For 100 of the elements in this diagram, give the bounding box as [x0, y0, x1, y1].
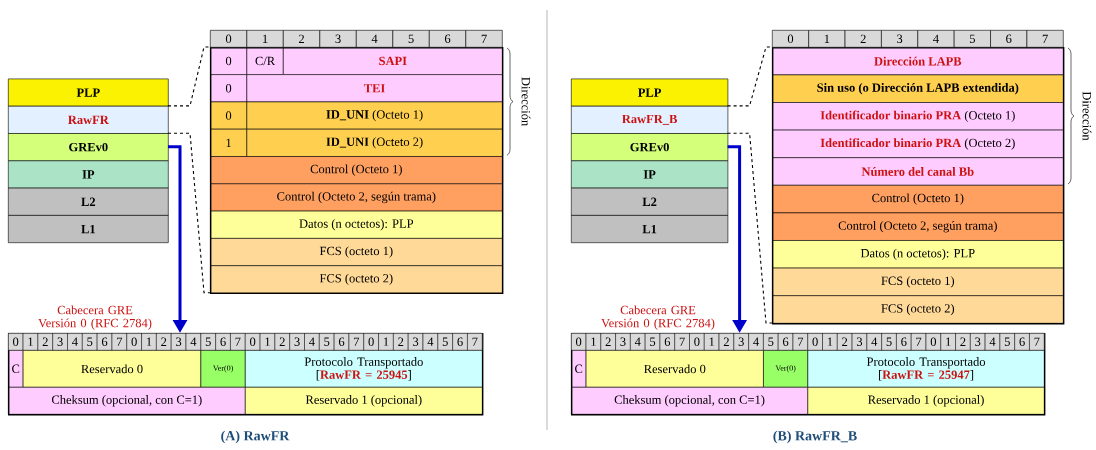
bit-number: 0	[126, 333, 142, 351]
bit-number: 4	[356, 30, 394, 48]
field-cell: Reservado 1 (opcional)	[245, 387, 483, 415]
bit-number: 4	[917, 30, 955, 48]
bit-number: 7	[674, 333, 690, 351]
protocol-layer-box: IP	[571, 160, 729, 189]
bit-number: 4	[422, 333, 439, 351]
brace-label: Dirección	[1082, 91, 1092, 141]
bit-number: 0	[807, 333, 823, 351]
bit-number: 7	[465, 30, 503, 48]
bit-number: 6	[777, 333, 794, 351]
brace-label: Dirección	[521, 77, 531, 127]
table-heading: Cabecera GRE Versión 0 (RFC 2784)	[38, 305, 152, 330]
bit-number: 0	[210, 30, 248, 48]
bit-number: 7	[1026, 30, 1064, 48]
field-cell: 0	[210, 101, 248, 130]
protocol-layer-box: PLP	[571, 78, 729, 107]
bit-number: 0	[772, 30, 809, 48]
bit-number: 2	[283, 30, 321, 48]
protocol-layer-box: RawFR	[8, 105, 169, 134]
bit-number: 2	[844, 30, 882, 48]
bit-number: 5	[200, 333, 216, 351]
bit-number: 2	[156, 333, 172, 351]
bit-number: 3	[52, 333, 68, 351]
zoom-line	[727, 132, 773, 324]
bit-number: 2	[274, 333, 290, 351]
field-cell: Reservado 0	[585, 350, 764, 388]
bit-number: 0	[363, 333, 379, 351]
bit-number: 1	[378, 333, 394, 351]
field-cell: Ver(0)	[763, 350, 809, 388]
bit-number: 1	[940, 333, 956, 351]
bit-number: 1	[585, 333, 602, 351]
bit-number: 6	[333, 333, 350, 351]
field-cell: Protocolo Transportado [RawFR = 25947]	[807, 350, 1045, 388]
field-cell: Dirección LAPB	[772, 47, 1064, 76]
bit-number: 1	[22, 333, 39, 351]
protocol-layer-box: GREv0	[571, 133, 729, 162]
field-cell: Control (Octeto 1)	[772, 185, 1064, 214]
protocol-layer-box: GREv0	[8, 133, 169, 162]
bit-number: 6	[96, 333, 113, 351]
bit-number: 5	[881, 333, 897, 351]
bit-number: 4	[630, 333, 646, 351]
field-cell: FCS (octeto 1)	[210, 238, 503, 266]
bit-number: 0	[925, 333, 942, 351]
bit-number: 6	[452, 333, 468, 351]
field-cell: Identificador binario PRA (Octeto 1)	[772, 102, 1064, 131]
bit-number: 3	[733, 333, 749, 351]
bit-number: 1	[259, 333, 276, 351]
bit-number: 5	[763, 333, 779, 351]
zoom-line	[167, 132, 211, 294]
protocol-layer-box: L1	[571, 215, 729, 243]
zoom-line	[167, 46, 211, 107]
protocol-layer-box: IP	[8, 160, 169, 189]
bit-number: 6	[896, 333, 912, 351]
bit-number: 4	[984, 333, 1001, 351]
bit-number: 4	[67, 333, 83, 351]
bit-number: 2	[37, 333, 53, 351]
field-cell: FCS (octeto 2)	[772, 295, 1064, 324]
field-cell: C/R	[246, 47, 284, 75]
bit-number: 1	[141, 333, 157, 351]
bit-number: 7	[230, 333, 246, 351]
field-cell: Control (Octeto 2, según trama)	[210, 183, 503, 212]
bit-number: 0	[689, 333, 705, 351]
field-cell: Sin uso (o Dirección LAPB extendida)	[772, 74, 1064, 103]
bit-number: 1	[822, 333, 838, 351]
field-cell: 0	[210, 74, 248, 103]
protocol-layer-box: RawFR_B	[571, 105, 729, 134]
bit-number: 7	[348, 333, 364, 351]
bit-number: 7	[910, 333, 927, 351]
field-cell: Número del canal Bb	[772, 157, 1064, 186]
bit-number: 5	[392, 30, 430, 48]
field-cell: Reservado 1 (opcional)	[807, 387, 1045, 415]
field-cell: Datos (n octetos): PLP	[210, 210, 503, 239]
bit-number: 2	[600, 333, 616, 351]
field-cell: Identificador binario PRA (Octeto 2)	[772, 129, 1064, 158]
bit-number: 6	[990, 30, 1028, 48]
zoom-line	[727, 46, 773, 107]
bit-number: 3	[319, 30, 357, 48]
panel-caption: (A) RawFR	[221, 430, 290, 444]
bit-number: 5	[644, 333, 661, 351]
panel-caption: (B) RawFR_B	[773, 430, 857, 444]
bit-number: 3	[289, 333, 305, 351]
field-cell: Protocolo Transportado [RawFR = 25945]	[245, 350, 483, 388]
bit-number: 2	[718, 333, 735, 351]
bit-number: 5	[953, 30, 991, 48]
protocol-layer-box: PLP	[8, 78, 169, 107]
field-cell: 1	[210, 128, 248, 157]
bit-number: 7	[111, 333, 127, 351]
field-cell: Datos (n octetos): PLP	[772, 240, 1064, 269]
bit-number: 3	[615, 333, 631, 351]
bit-number: 2	[955, 333, 971, 351]
bit-number: 6	[659, 333, 675, 351]
protocol-layer-box: L1	[8, 215, 169, 243]
bit-number: 3	[881, 30, 919, 48]
bit-number: 6	[429, 30, 467, 48]
protocol-layer-box: L2	[8, 187, 169, 216]
field-cell: Reservado 0	[22, 350, 202, 388]
bit-number: 1	[246, 30, 284, 48]
bit-number: 5	[437, 333, 453, 351]
protocol-layer-box: L2	[571, 187, 729, 216]
